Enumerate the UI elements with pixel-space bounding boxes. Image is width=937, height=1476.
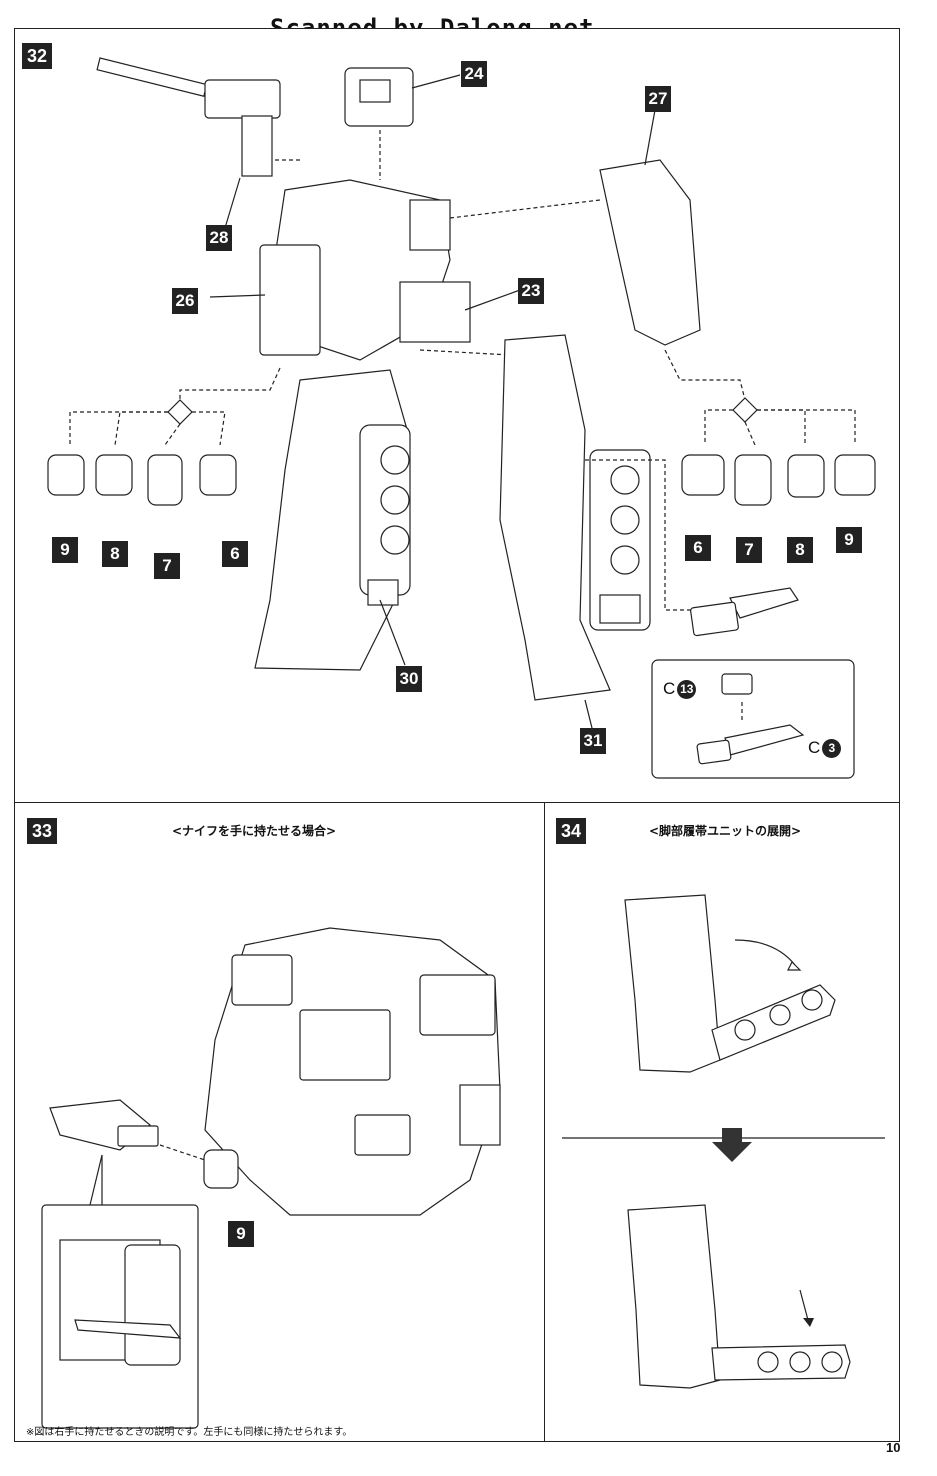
left-leg-drawing [254,369,411,671]
robot-torso-knife-drawing [41,927,501,1429]
step-33-note: ※図は右手に持たせるときの説明です。左手にも同様に持たせられます。 [26,1427,353,1438]
ref-c3-letter: C [808,738,821,757]
step-34-badge: 34 [556,818,586,844]
right-hand-selector [681,397,876,506]
ref-c13-number: 13 [677,679,697,699]
knife-drawing [651,587,855,779]
left-hand-8-label: 8 [102,541,128,567]
step-34-panel [544,802,900,1442]
cannon-part-drawing [96,57,300,229]
left-hand-9-label: 9 [52,537,78,563]
track-before-drawing [624,894,836,1073]
step-33-title: <ナイフを手に持たせる場合> [172,824,337,838]
ref-c3: C 3 [808,738,842,758]
part-31-label: 31 [580,728,606,754]
part-26-label: 26 [172,288,198,314]
part-9-label: 9 [228,1221,254,1247]
part-23-label: 23 [518,278,544,304]
right-leg-drawing [499,334,700,729]
page-number: 10 [886,1440,901,1455]
down-arrow-drawing [712,1128,752,1162]
ref-c3-number: 3 [822,738,842,758]
right-hand-7-label: 7 [736,537,762,563]
right-hand-8-label: 8 [787,537,813,563]
ref-c13: C 13 [663,679,697,699]
right-hand-9-label: 9 [836,527,862,553]
part-30-label: 30 [396,666,422,692]
right-arm-drawing [599,109,746,401]
left-hand-selector [47,367,281,506]
ref-c13-letter: C [663,679,676,698]
part-28-label: 28 [206,225,232,251]
step-34-title: <脚部履帯ユニットの展開> [649,824,802,838]
part-24-label: 24 [461,61,487,87]
left-hand-6-label: 6 [222,541,248,567]
head-part-drawing [344,67,461,180]
step-33-badge: 33 [27,818,57,844]
step-32-panel [14,28,900,804]
track-after-drawing [627,1204,851,1389]
part-27-label: 27 [645,86,671,112]
step-32-badge: 32 [22,43,52,69]
right-hand-6-label: 6 [685,535,711,561]
left-hand-7-label: 7 [154,553,180,579]
torso-drawing [209,179,601,361]
